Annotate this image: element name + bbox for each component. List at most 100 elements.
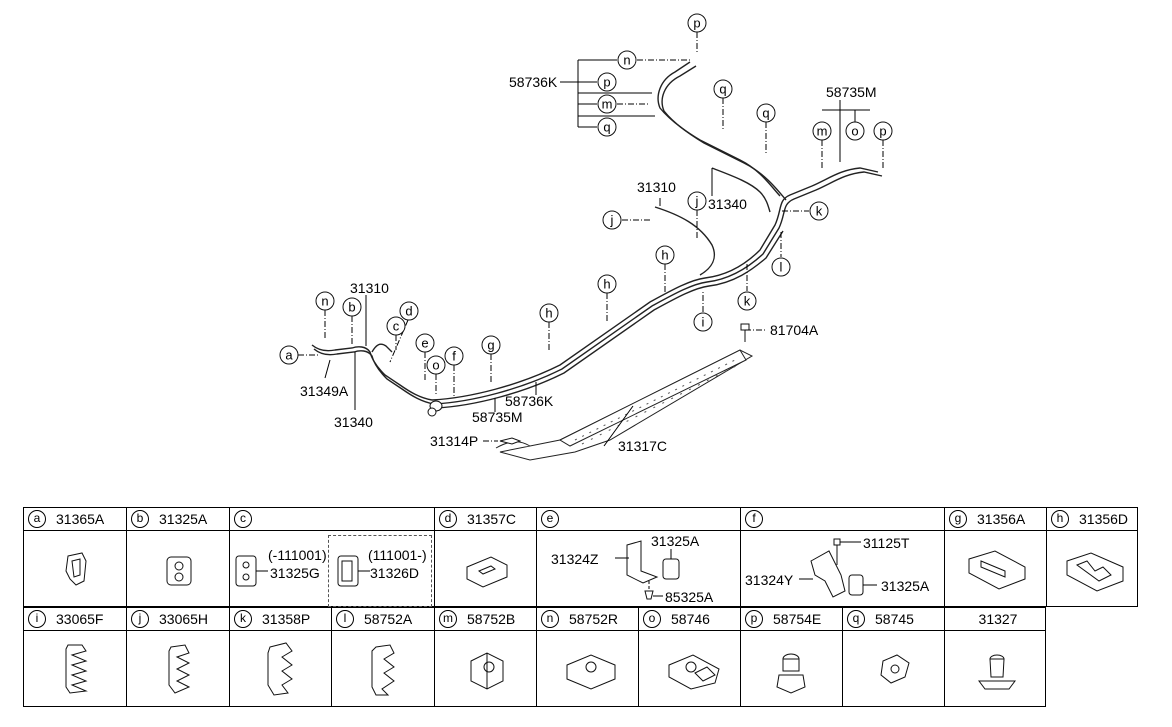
part-31325g: 31325G [270,565,320,581]
cell-code: 58745 [875,611,914,627]
clip-31356d-icon [1066,552,1124,592]
cell-letter: h [1051,510,1069,528]
svg-text:k: k [744,294,751,309]
part-85325a: 85325A [665,589,714,605]
svg-text:q: q [603,120,610,135]
callout-d: d [399,301,419,321]
svg-text:a: a [285,348,293,363]
cell-letter: d [439,510,457,528]
callout-g: g [481,335,501,355]
cell-g: g 31356A [944,507,1046,607]
cell-d: d 31357C [434,507,536,607]
clip-58745-icon [880,654,910,684]
label-58735m-mid: 58735M [472,409,523,425]
clip-58752b-icon [470,652,504,690]
callout-b: b [342,297,362,317]
callout-i: i [693,312,713,332]
label-31310-top: 31310 [637,179,676,195]
cell-letter: b [131,510,149,528]
cell-code: 31358P [262,611,311,627]
callout-o-left: o [426,355,446,375]
svg-text:f: f [452,349,456,364]
clamp-31325g-31326d-icon [235,555,370,587]
variant-note-left: (-111001) [268,547,327,563]
callout-a: a [279,345,299,365]
clamp-31325a-icon [166,556,192,586]
clip-33065h-icon [168,644,191,694]
part-31326d: 31326D [370,565,420,581]
callout-p-mid: p [597,72,617,92]
label-58735m-top: 58735M [826,84,877,100]
cell-code: 58752R [569,611,619,627]
variant-note-right: (111001-) [368,547,427,563]
part-31325a-f: 31325A [881,578,930,594]
svg-text:j: j [610,213,614,228]
svg-text:p: p [693,16,700,31]
bracket-assembly-e-icon [615,540,680,600]
cell-code: 31325A [159,511,208,527]
clip-31365a-icon [65,552,87,586]
cell-code: 58746 [671,611,710,627]
cell-code: 31356D [1079,511,1129,527]
callout-o-right: o [845,121,865,141]
svg-text:m: m [602,97,613,112]
svg-text:o: o [432,358,439,373]
callout-e: e [415,333,435,353]
cell-letter: m [439,610,457,628]
clip-58746-icon [668,654,720,690]
plug-58754e-icon [776,653,806,694]
part-31324z: 31324Z [551,551,599,567]
label-31340-top: 31340 [708,196,747,212]
callout-j-center: j [687,191,707,211]
part-31324y: 31324Y [745,572,794,588]
cell-letter: o [643,610,661,628]
svg-text:l: l [780,260,783,275]
cell-h: h 31356D [1046,507,1138,607]
cell-b: b 31325A [126,507,229,607]
cell-code: 31327 [978,611,1018,627]
label-81704a: 81704A [770,322,819,338]
callout-l: l [771,257,791,277]
svg-text:e: e [421,336,428,351]
callout-m-mid: m [597,94,617,114]
cell-code: 31357C [467,511,517,527]
label-31349a: 31349A [300,383,349,399]
svg-text:h: h [603,277,610,292]
callout-c: c [386,316,406,336]
svg-text:b: b [348,300,355,315]
label-31317c: 31317C [618,438,667,454]
svg-text:n: n [623,53,630,68]
label-31310-left: 31310 [350,280,389,296]
clip-31356a-icon [968,550,1026,590]
cell-code: 31365A [56,511,105,527]
cell-letter: n [541,610,559,628]
svg-text:q: q [719,82,726,97]
cell-letter: f [745,510,763,528]
variant-box [328,535,432,607]
cell-code: 31356A [977,511,1026,527]
clip-58752a-icon [371,644,395,696]
callout-q2: q [756,103,776,123]
cell-letter: g [949,510,967,528]
svg-text:i: i [702,315,705,330]
cell-letter: i [28,610,46,628]
clip-31327-icon [978,654,1016,690]
cell-letter: q [847,610,865,628]
bracket-31357c-icon [466,556,508,588]
svg-text:m: m [817,124,828,139]
cell-31327: 31327 [944,607,1046,707]
svg-text:h: h [661,248,668,263]
cell-letter: a [28,510,46,528]
svg-text:g: g [487,338,494,353]
callout-q-mid: q [597,117,617,137]
clip-58752r-icon [566,654,616,690]
callout-h2: h [597,274,617,294]
clip-33065f-icon [65,644,88,694]
svg-text:q: q [762,106,769,121]
